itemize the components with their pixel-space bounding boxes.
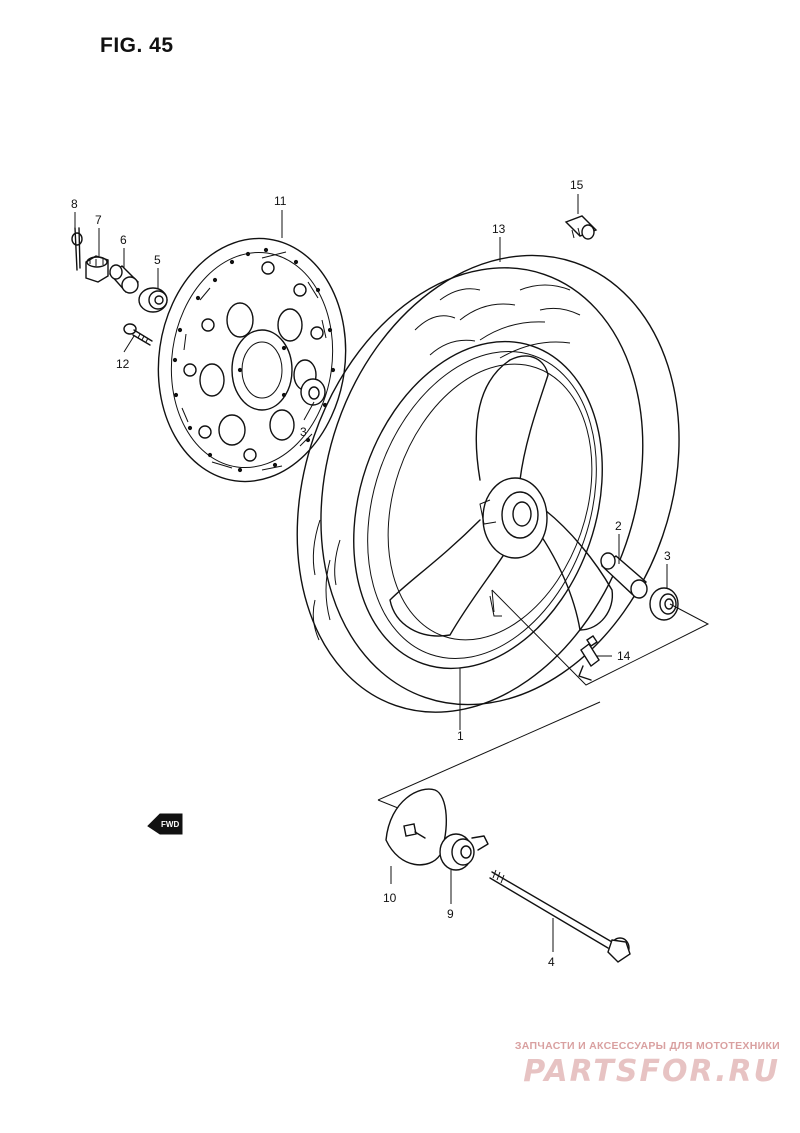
callout-13: 13 [492,222,506,236]
callout-3-left: 3 [300,425,307,439]
callout-1: 1 [457,729,464,743]
axle-spacer[interactable] [108,264,140,294]
callout-4: 4 [548,955,555,969]
wheel-collar[interactable] [138,287,168,313]
callout-12: 12 [116,357,130,371]
tire-valve[interactable] [578,635,600,681]
disc-bolt[interactable] [123,323,153,346]
right-bearing[interactable] [649,587,679,621]
speedometer-gearbox-plate[interactable] [385,788,448,866]
callout-15: 15 [570,178,584,192]
forward-arrow-label: FWD [161,820,179,829]
callout-3-right: 3 [664,549,671,563]
callout-2: 2 [615,519,622,533]
left-bearing[interactable] [300,378,326,406]
callout-6: 6 [120,233,127,247]
callout-9: 9 [447,907,454,921]
callout-10: 10 [383,891,397,905]
callout-7: 7 [95,213,102,227]
speedometer-gearbox[interactable] [439,833,489,871]
wheel-rim[interactable] [312,308,645,703]
distance-collar[interactable] [600,552,648,599]
front-axle[interactable] [489,869,631,963]
callout-11: 11 [274,194,287,208]
valve-cap[interactable] [564,215,598,240]
callout-8: 8 [71,197,78,211]
forward-arrow: FWD [147,813,183,835]
cotter-pin[interactable] [71,227,83,271]
castle-nut[interactable] [85,255,109,283]
callout-14: 14 [617,649,631,663]
watermark-logo: PARTSFOR.RU [523,1054,780,1089]
leader-lines [74,194,710,952]
figure-title: FIG. 45 [100,34,174,57]
tire[interactable] [240,207,738,760]
callout-5: 5 [154,253,161,267]
watermark-tagline: ЗАПЧАСТИ И АКСЕССУАРЫ ДЛЯ МОТОТЕХНИКИ [514,1040,780,1052]
